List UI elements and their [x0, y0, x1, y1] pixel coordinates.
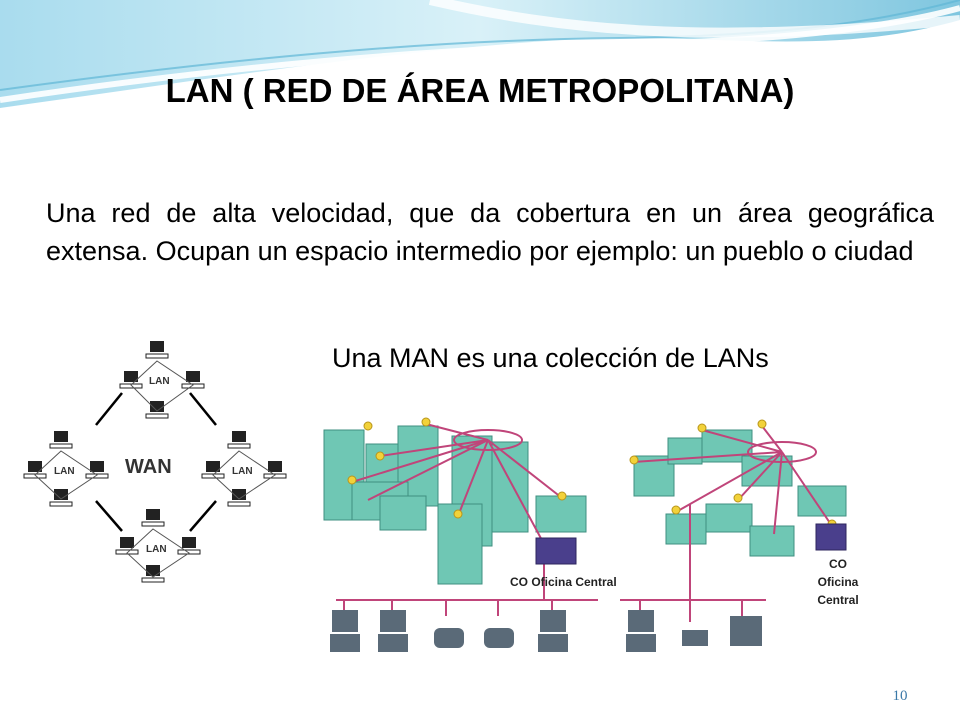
- central-office-label-right-2: Oficina: [818, 575, 859, 589]
- header-wave-decoration: [0, 0, 960, 108]
- slide-title: LAN ( RED DE ÁREA METROPOLITANA): [165, 72, 795, 109]
- central-office-label-left: CO Oficina Central: [510, 575, 617, 589]
- page-number: 10: [892, 688, 908, 704]
- central-office-label-right-3: Central: [817, 593, 858, 607]
- central-office-label-right-1: CO: [829, 557, 847, 571]
- man-diagram: CO Oficina Central CO Oficina Central: [323, 417, 859, 652]
- lan-label-right: LAN: [232, 466, 253, 477]
- lan-label-left: LAN: [54, 466, 75, 477]
- wan-diagram: WAN LAN LAN LAN LAN: [23, 341, 287, 583]
- man-caption: Una MAN es una colección de LANs: [332, 343, 769, 373]
- lan-label-bottom: LAN: [146, 544, 167, 555]
- lan-label-top: LAN: [149, 376, 170, 387]
- slide-paragraph: Una red de alta velocidad, que da cobert…: [46, 198, 934, 266]
- wan-label: WAN: [125, 456, 172, 478]
